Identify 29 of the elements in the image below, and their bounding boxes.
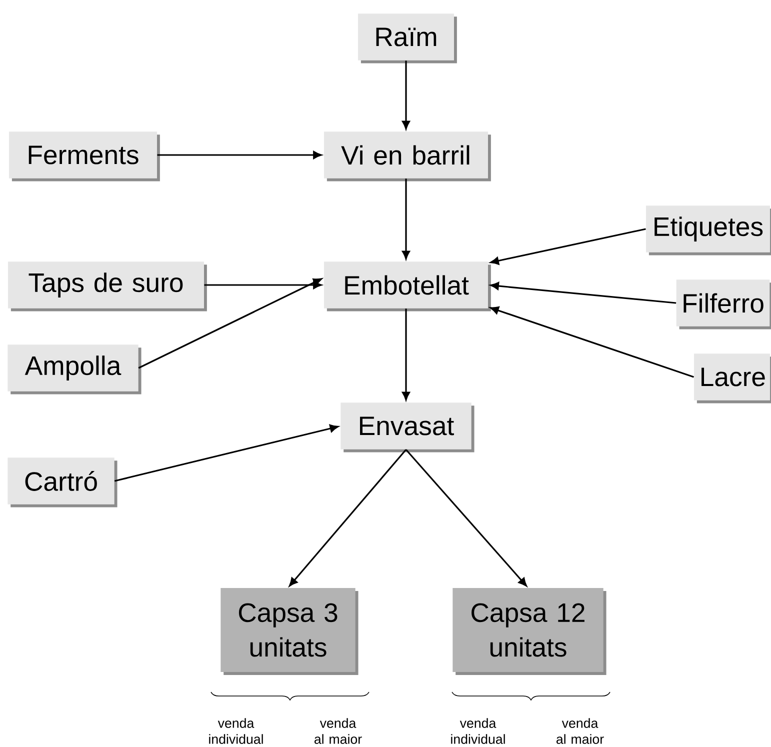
arrow	[490, 282, 676, 304]
process-box: Filferro	[676, 280, 771, 330]
arrow	[490, 228, 646, 265]
process-box: Embotellat	[324, 262, 491, 312]
process-box: Ferments	[9, 132, 160, 182]
process-box: Etiquetes	[646, 206, 771, 256]
process-box: Cartró	[8, 458, 118, 508]
arrow	[114, 424, 338, 482]
arrow	[402, 308, 410, 400]
arrow	[157, 151, 322, 159]
process-box: Capsa 3 unitats	[220, 588, 358, 675]
arrow	[138, 278, 322, 369]
note-text: venda al maior	[556, 718, 604, 744]
process-box: Capsa 12 unitats	[452, 588, 606, 675]
arrow	[490, 306, 694, 378]
process-box: Ampolla	[8, 344, 142, 394]
process-box: Envasat	[340, 402, 474, 452]
note-text: venda al maior	[314, 718, 362, 744]
arrow	[289, 449, 407, 586]
process-box: Taps de suro	[8, 262, 207, 312]
process-box: Lacre	[694, 354, 771, 404]
process-box: Vi en barril	[324, 132, 491, 182]
arrow	[204, 281, 322, 289]
note-text: venda individual	[209, 718, 263, 744]
arrow	[405, 449, 527, 586]
arrow	[402, 178, 410, 260]
arrow	[402, 60, 410, 130]
note-text: venda individual	[451, 718, 505, 744]
process-box: Raïm	[358, 14, 457, 64]
